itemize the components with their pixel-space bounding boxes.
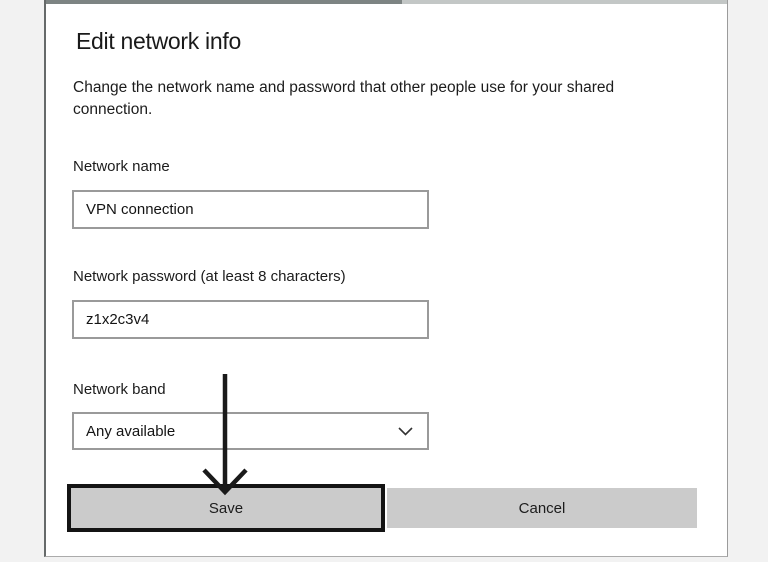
save-button[interactable]: Save [67,484,385,532]
network-band-select[interactable]: Any available [72,412,429,450]
cancel-button[interactable]: Cancel [387,488,697,528]
chevron-down-icon [398,426,413,436]
top-edge-strip-dark [46,0,402,4]
description-line-2: connection. [73,100,153,118]
network-band-selected-value: Any available [86,422,176,440]
dialog-title: Edit network info [76,28,241,54]
network-name-label: Network name [73,158,170,175]
edit-network-info-dialog: Edit network info Change the network nam… [44,0,728,557]
network-band-label: Network band [73,381,166,398]
top-edge-strip-light [402,0,727,4]
network-password-label: Network password (at least 8 characters) [73,268,346,285]
description-line-1: Change the network name and password tha… [73,79,615,96]
network-password-input[interactable] [72,300,429,339]
network-name-input[interactable] [72,190,429,229]
dialog-description: Change the network name and password tha… [73,77,614,120]
